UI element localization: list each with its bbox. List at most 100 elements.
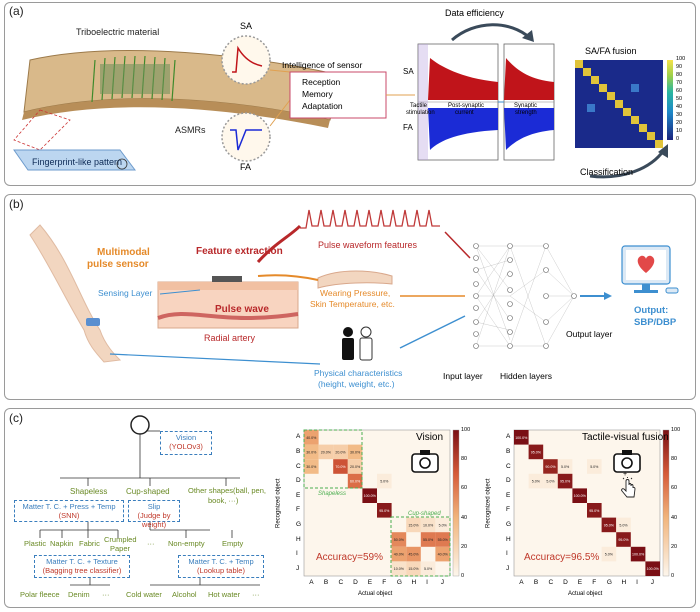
- fa-circle-label: FA: [240, 162, 252, 172]
- tree-dots-2: ···: [102, 590, 110, 599]
- cm2-row-label: A: [506, 433, 511, 441]
- cm1-row-label: J: [296, 564, 300, 572]
- plot-fa-label: FA: [403, 123, 413, 132]
- sensing-layer-label: Sensing Layer: [98, 288, 153, 298]
- cm1-row-label: B: [296, 447, 301, 455]
- cm1-colorbar-tick: 60: [461, 485, 468, 492]
- tactile-label: Tactile: [410, 103, 428, 109]
- cm1-col-label: I: [426, 579, 428, 586]
- tree-crumpled-1: Crumpled: [104, 535, 137, 544]
- cm2-row-label: J: [506, 564, 510, 572]
- reception-label: Reception: [302, 77, 341, 87]
- stimulation-label: stimulation: [406, 110, 435, 116]
- panel-c-label: (c): [9, 411, 23, 425]
- cm1-col-label: D: [353, 579, 358, 586]
- cm2-col-label: D: [563, 579, 568, 586]
- cm2-colorbar-tick: 60: [671, 485, 678, 492]
- cm1-col-label: A: [309, 579, 314, 586]
- cm1-row-label: H: [296, 535, 301, 543]
- feature-extraction-label: Feature extraction: [196, 246, 283, 257]
- cm2-col-label: A: [519, 579, 524, 586]
- cm1-row-label: D: [296, 477, 301, 485]
- cm1-row-label: A: [296, 433, 301, 441]
- tree-shapeless: Shapeless: [70, 487, 108, 496]
- multimodal-label-1: Multimodal: [97, 247, 150, 258]
- cm2-col-label: E: [577, 579, 583, 586]
- memory-label: Memory: [302, 89, 333, 99]
- cm2-col-label: B: [533, 579, 539, 586]
- cm2-col-label: C: [548, 579, 554, 586]
- intelligence-label: Intelligence of sensor: [282, 60, 363, 70]
- tree-fabric: Fabric: [79, 539, 100, 548]
- cm1-colorbar-tick: 40: [461, 514, 468, 521]
- adaptation-label: Adaptation: [302, 101, 343, 111]
- output-label-2: SBP/DBP: [634, 317, 677, 328]
- pulse-wave-label: Pulse wave: [215, 304, 269, 315]
- physical-label-2: (height, weight, etc.): [318, 379, 395, 389]
- synaptic-label: Synaptic: [514, 103, 538, 109]
- cm1-col-label: F: [382, 579, 387, 586]
- matter-temp-box: Matter T. C. + Temp (Lookup table): [178, 555, 264, 578]
- input-layer-label: Input layer: [443, 371, 483, 381]
- cm2-row-label: H: [506, 535, 511, 543]
- tree-empty: Empty: [222, 539, 244, 548]
- fingerprint-label: Fingerprint-like pattern: [32, 157, 123, 167]
- cm1-title: Vision: [416, 432, 444, 443]
- physical-label-1: Physical characteristics: [314, 368, 403, 378]
- cm1-colorbar-tick: 100: [461, 427, 471, 433]
- cm1-row-label: I: [296, 550, 298, 558]
- output-layer-label: Output layer: [566, 329, 613, 339]
- cm1-col-label: J: [440, 579, 444, 586]
- strength-label: strength: [515, 110, 537, 116]
- slip-box: Slip (Judge by weight): [128, 500, 180, 529]
- tree-other-shapes-2: book, ···): [208, 496, 239, 505]
- cm1-col-label: H: [411, 579, 417, 586]
- cm1-col-label: G: [396, 579, 402, 586]
- cm1-col-label: E: [367, 579, 373, 586]
- cm1-cup-shaped: Cup-shaped: [408, 511, 441, 517]
- multimodal-label-2: pulse sensor: [87, 259, 149, 270]
- classification-label: Classification: [580, 167, 634, 177]
- current-label: current: [455, 110, 474, 116]
- output-label-1: Output:: [634, 305, 669, 316]
- pulse-features-label: Pulse waveform features: [318, 240, 418, 250]
- cm2-row-label: B: [506, 447, 511, 455]
- cm2-colorbar-tick: 40: [671, 514, 678, 521]
- cm2-col-label: J: [650, 579, 654, 586]
- tree-plastic: Plastic: [24, 539, 47, 548]
- cm1-shapeless: Shapeless: [318, 491, 347, 497]
- cm2-row-label: G: [506, 520, 512, 528]
- panel-b-label: (b): [9, 197, 24, 211]
- panel-a-label: (a): [9, 4, 24, 18]
- cm2-row-label: E: [506, 491, 511, 499]
- cm2-row-label: C: [506, 462, 511, 470]
- radial-artery-label: Radial artery: [204, 333, 256, 343]
- cm2-plus: +: [623, 471, 628, 478]
- cm2-ylabel: Recognized object: [485, 478, 492, 528]
- matter-press-temp-box: Matter T. C. + Press + Temp (SNN): [14, 500, 124, 522]
- cm1-col-label: C: [338, 579, 344, 586]
- cm2-col-label: F: [592, 579, 597, 586]
- cm1-colorbar-tick: 80: [461, 456, 468, 463]
- tree-cold-water: Cold water: [126, 590, 162, 599]
- tree-denim: Denim: [68, 590, 90, 599]
- wearing-label-2: Skin Temperature, etc.: [310, 299, 395, 309]
- sa-circle-label: SA: [240, 21, 253, 31]
- post-synaptic-label: Post-synaptic: [448, 103, 485, 109]
- cm1-colorbar-tick: 20: [461, 543, 468, 550]
- tree-polar-fleece: Polar fleece: [20, 590, 60, 599]
- tree-cup-shaped: Cup-shaped: [126, 487, 170, 496]
- cm1-row-label: E: [296, 491, 301, 499]
- cm1-row-label: F: [296, 506, 300, 514]
- vision-box: Vision (YOLOv3): [160, 431, 212, 455]
- cm1-accuracy: Accuracy=59%: [316, 552, 383, 563]
- cm1-row-label: G: [296, 520, 302, 528]
- cm2-accuracy: Accuracy=96.5%: [524, 552, 600, 563]
- cm2-row-label: F: [506, 506, 510, 514]
- cm1-xlabel: Actual object: [358, 591, 393, 597]
- tree-alcohol: Alcohol: [172, 590, 197, 599]
- matter-texture-box: Matter T. C. + Texture (Bagging tree cla…: [34, 555, 130, 578]
- cm2-xlabel: Actual object: [568, 591, 603, 597]
- cm2-col-label: H: [621, 579, 627, 586]
- cm1-row-label: C: [296, 462, 301, 470]
